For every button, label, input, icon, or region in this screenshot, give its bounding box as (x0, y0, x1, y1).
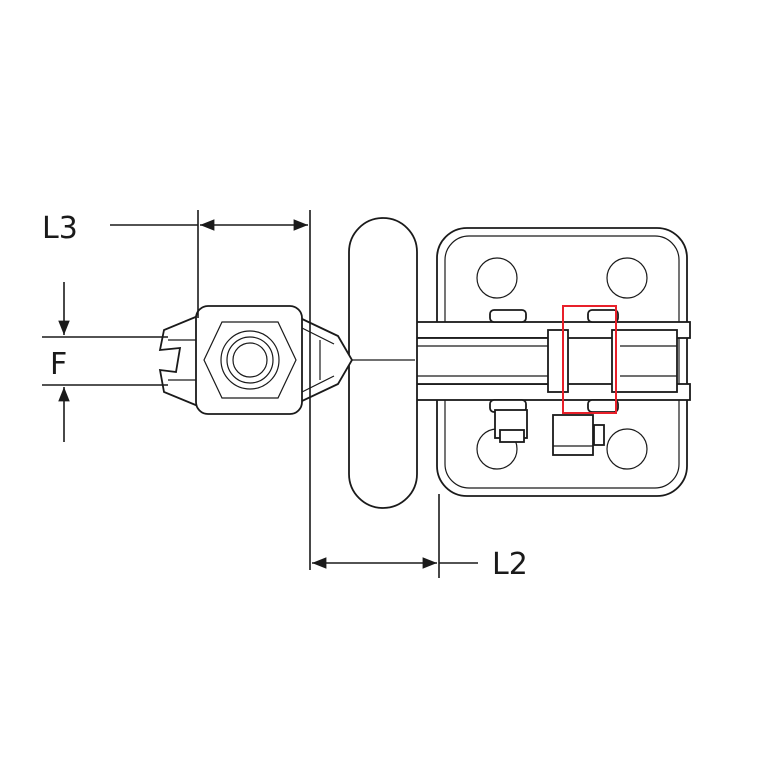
mounting-hole-top-left (476, 257, 518, 299)
dimension-l2: L2 (312, 494, 528, 582)
l2-label: L2 (492, 547, 528, 582)
mounting-hole-top-right (606, 257, 648, 299)
clamp-arm (409, 309, 691, 413)
highlight-box (562, 305, 617, 414)
handle-grip (348, 217, 418, 509)
mounting-hole-bottom-right (606, 428, 648, 470)
l3-label: L3 (42, 211, 78, 246)
f-label: F (50, 347, 67, 382)
spindle-assembly (158, 305, 354, 415)
pivot-bolt (494, 409, 605, 456)
dimension-l3: L3 (42, 210, 311, 570)
dimension-f: F (42, 282, 168, 442)
